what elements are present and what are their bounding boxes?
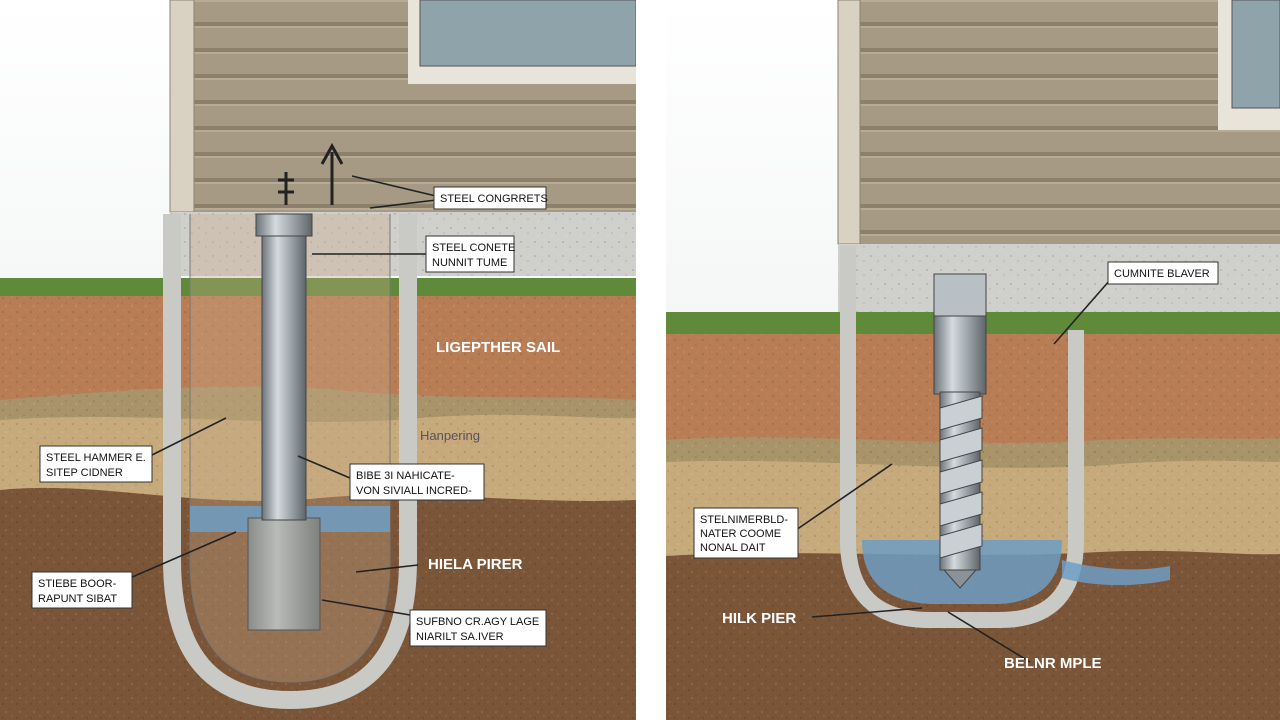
svg-text:CUMNITE BLAVER: CUMNITE BLAVER <box>1114 268 1210 280</box>
left-excavation-casing <box>163 214 417 710</box>
svg-text:STEEL CONETE: STEEL CONETE <box>432 242 515 254</box>
right-window-glass <box>1231 0 1280 109</box>
panel-divider <box>636 0 666 720</box>
svg-text:STEEL CONGRRETS: STEEL CONGRRETS <box>440 193 548 205</box>
svg-text:SUFBNO CR.AGY LAGE: SUFBNO CR.AGY LAGE <box>416 616 539 628</box>
left-grass <box>0 278 636 298</box>
right-pipe-cap <box>933 273 987 317</box>
callout-steel-boot: STIEBE BOOR- RAPUNT SIBAT <box>31 571 133 609</box>
callout-steel-concrete-top: STEEL CONGRRETS <box>433 186 548 210</box>
callout-pier-tube: BIBE 3I NAHICATE- VON SIVIALL INCRED- <box>349 463 485 501</box>
left-pipe-cap <box>255 213 313 237</box>
svg-text:NUNNIT TUME: NUNNIT TUME <box>432 257 507 269</box>
label-layer-name: LIGEPTHER SAIL <box>436 339 560 356</box>
svg-text:NIARILT SA.IVER: NIARILT SA.IVER <box>416 631 504 643</box>
left-corner-trim <box>169 0 195 213</box>
label-bearing-mple: BELNR MPLE <box>1004 655 1102 672</box>
svg-text:STELNIMERBLD-: STELNIMERBLD- <box>700 514 788 526</box>
left-concrete-base <box>247 517 321 631</box>
callout-concrete-layer: CUMNITE BLAVER <box>1107 261 1219 285</box>
lift-arrow-icon <box>320 142 344 205</box>
svg-text:NATER COOME: NATER COOME <box>700 528 781 540</box>
right-house-siding <box>838 0 1280 244</box>
label-helix-pier: HILK PIER <box>722 610 796 627</box>
svg-text:SITEP CIDNER: SITEP CIDNER <box>46 467 123 479</box>
left-steel-pipe <box>261 223 307 521</box>
callout-steel-hammer: STEEL HAMMER E. SITEP CIDNER <box>39 445 153 483</box>
left-panel: STEEL CONGRRETS STEEL CONETE NUNNIT TUME… <box>0 0 637 720</box>
svg-text:STIEBE BOOR-: STIEBE BOOR- <box>38 578 117 590</box>
right-corner-trim <box>837 0 861 245</box>
label-helical-pier: HIELA PIRER <box>428 556 523 573</box>
svg-text:VON SIVIALL INCRED-: VON SIVIALL INCRED- <box>356 485 472 497</box>
callout-steel-hammer-right: STELNIMERBLD- NATER COOME NONAL DAIT <box>693 507 799 559</box>
svg-text:BIBE 3I NAHICATE-: BIBE 3I NAHICATE- <box>356 470 455 482</box>
callout-steel-concrete-tube: STEEL CONETE NUNNIT TUME <box>425 235 515 273</box>
callout-bearing: SUFBNO CR.AGY LAGE NIARILT SA.IVER <box>409 609 547 647</box>
label-layer-faint: Hanpering <box>420 428 480 443</box>
svg-text:STEEL HAMMER E.: STEEL HAMMER E. <box>46 452 146 464</box>
helix-screw-icon <box>939 391 983 589</box>
left-leader-lines <box>129 175 437 616</box>
left-window-glass <box>419 0 637 67</box>
right-panel: CUMNITE BLAVER STELNIMERBLD- NATER COOME… <box>666 0 1280 720</box>
svg-text:RAPUNT SIBAT: RAPUNT SIBAT <box>38 593 117 605</box>
right-leader-lines <box>795 279 1111 663</box>
svg-text:NONAL DAIT: NONAL DAIT <box>700 542 766 554</box>
load-arrow-icon <box>278 172 294 205</box>
